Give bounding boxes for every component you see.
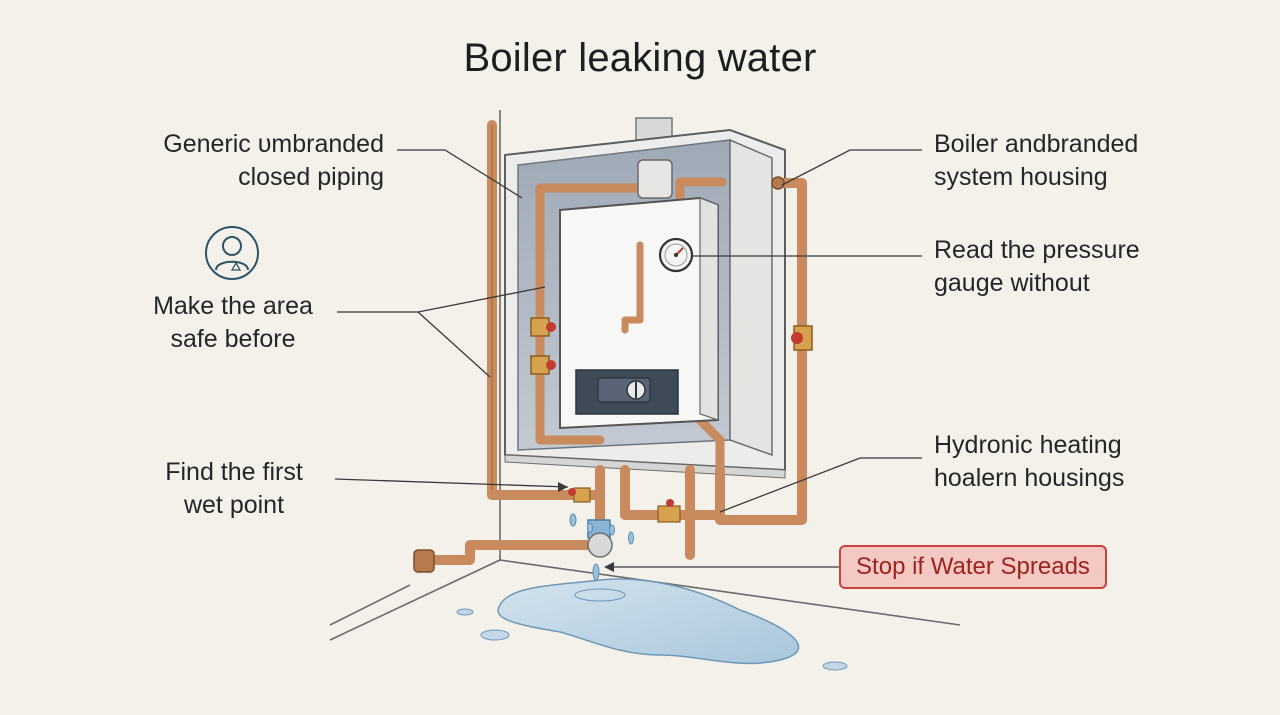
label-boiler-housing-line1: Boiler andbranded [934, 130, 1139, 158]
label-safe-area-line2: safe before [170, 325, 296, 353]
leader-hydronic [719, 457, 922, 513]
leader-lines [334, 149, 922, 568]
pipe-fitting [771, 176, 785, 190]
internal-piping [535, 177, 727, 470]
label-first-wet-point: Find the first wet point [120, 456, 348, 522]
gauge-icon [658, 237, 694, 273]
arrow-heads [558, 482, 614, 572]
label-hydronic-line2: hoalern housings [934, 464, 1125, 492]
stop-warning-badge: Stop if Water Spreads [839, 545, 1107, 589]
leader-safe-area-2 [417, 311, 491, 378]
label-boiler-housing: Boiler andbranded system housing [934, 128, 1234, 194]
label-generic-piping-line2: closed piping [238, 163, 384, 191]
label-pressure-gauge: Read the pressure gauge without [934, 234, 1234, 300]
label-pressure-gauge-line2: gauge without [934, 269, 1090, 297]
water-puddle [456, 578, 848, 671]
label-generic-piping: Generic υmbranded closed piping [120, 128, 384, 194]
label-hydronic: Hydronic heating hoalern housings [934, 429, 1234, 495]
leader-boiler-housing [781, 149, 922, 186]
page-title: Boiler leaking water [463, 36, 817, 80]
right-external-pipe [715, 178, 807, 525]
gauge-pipe [621, 241, 644, 334]
label-boiler-housing-line2: system housing [934, 163, 1108, 191]
leader-generic-piping [397, 149, 523, 199]
flue-collar [637, 159, 673, 199]
label-safe-area-line1: Make the area [153, 292, 313, 320]
water-drips [569, 513, 634, 581]
label-hydronic-line1: Hydronic heating [934, 431, 1122, 459]
label-safe-area: Make the area safe before [120, 290, 346, 356]
person-badge-icon [205, 226, 259, 280]
leader-first-wet-point [334, 478, 569, 488]
label-first-wet-point-line2: wet point [183, 491, 285, 519]
valve-icon [530, 317, 813, 375]
label-pressure-gauge-line1: Read the pressure [934, 236, 1140, 264]
control-panel [575, 369, 679, 415]
label-generic-piping-line1: Generic υmbranded [163, 130, 384, 158]
label-first-wet-point-line1: Find the first [165, 458, 303, 486]
